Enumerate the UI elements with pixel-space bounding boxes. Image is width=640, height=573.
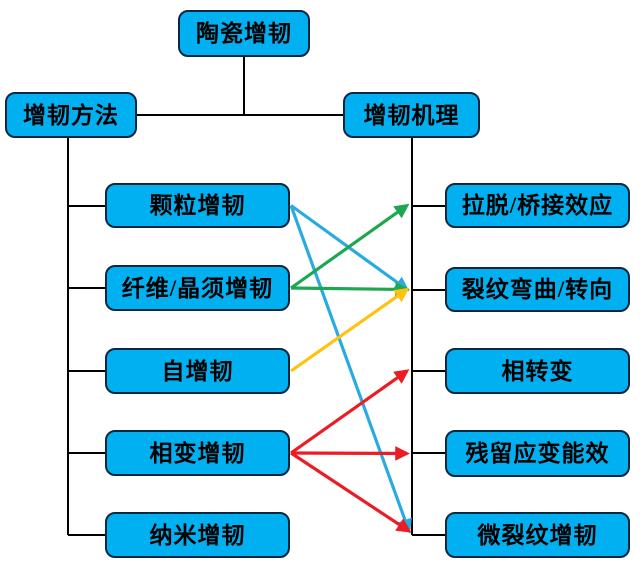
edge-m4-r4 xyxy=(290,446,410,461)
node-label: 相变增韧 xyxy=(149,440,246,466)
node-label: 增韧机理 xyxy=(363,102,460,128)
node-label: 纳米增韧 xyxy=(149,522,246,548)
node-label: 拉脱/桥接效应 xyxy=(461,193,614,218)
node-particle-toughening: 颗粒增韧 xyxy=(105,183,290,228)
node-label: 增韧方法 xyxy=(23,102,119,128)
edge-m2-r2 xyxy=(290,281,410,297)
node-phase-transition: 相转变 xyxy=(445,348,630,394)
edge-m3-r2 xyxy=(290,287,410,373)
node-label: 裂纹弯曲/转向 xyxy=(461,277,614,302)
node-toughening-methods: 增韧方法 xyxy=(5,92,137,138)
node-label: 颗粒增韧 xyxy=(149,193,246,218)
tree-connectors xyxy=(67,57,445,536)
edge-m4-r5 xyxy=(290,451,412,533)
node-toughening-mechanisms: 增韧机理 xyxy=(343,92,480,138)
node-residual-strain-energy: 残留应变能效 xyxy=(445,430,630,477)
node-label: 自增韧 xyxy=(161,358,234,384)
node-label: 残留应变能效 xyxy=(465,441,610,466)
node-self-toughening: 自增韧 xyxy=(105,348,290,394)
node-microcrack-toughening: 微裂纹增韧 xyxy=(445,512,630,558)
node-fiber-whisker-toughening: 纤维/晶须增韧 xyxy=(105,265,290,311)
node-pullout-bridging-effect: 拉脱/桥接效应 xyxy=(445,183,630,228)
node-ceramic-toughening: 陶瓷增韧 xyxy=(178,10,310,57)
method-mechanism-arrows xyxy=(289,203,412,534)
edge-m2-r1 xyxy=(290,203,410,290)
node-nano-toughening: 纳米增韧 xyxy=(105,512,290,558)
node-label: 相转变 xyxy=(501,358,574,384)
node-crack-deflection: 裂纹弯曲/转向 xyxy=(445,267,630,312)
node-label: 微裂纹增韧 xyxy=(477,522,598,548)
edge-m1-r5 xyxy=(289,204,412,534)
node-label: 陶瓷增韧 xyxy=(196,21,292,46)
node-label: 纤维/晶须增韧 xyxy=(121,275,274,301)
node-phase-transformation-toughening: 相变增韧 xyxy=(105,430,290,476)
edge-m4-r3 xyxy=(290,369,410,455)
